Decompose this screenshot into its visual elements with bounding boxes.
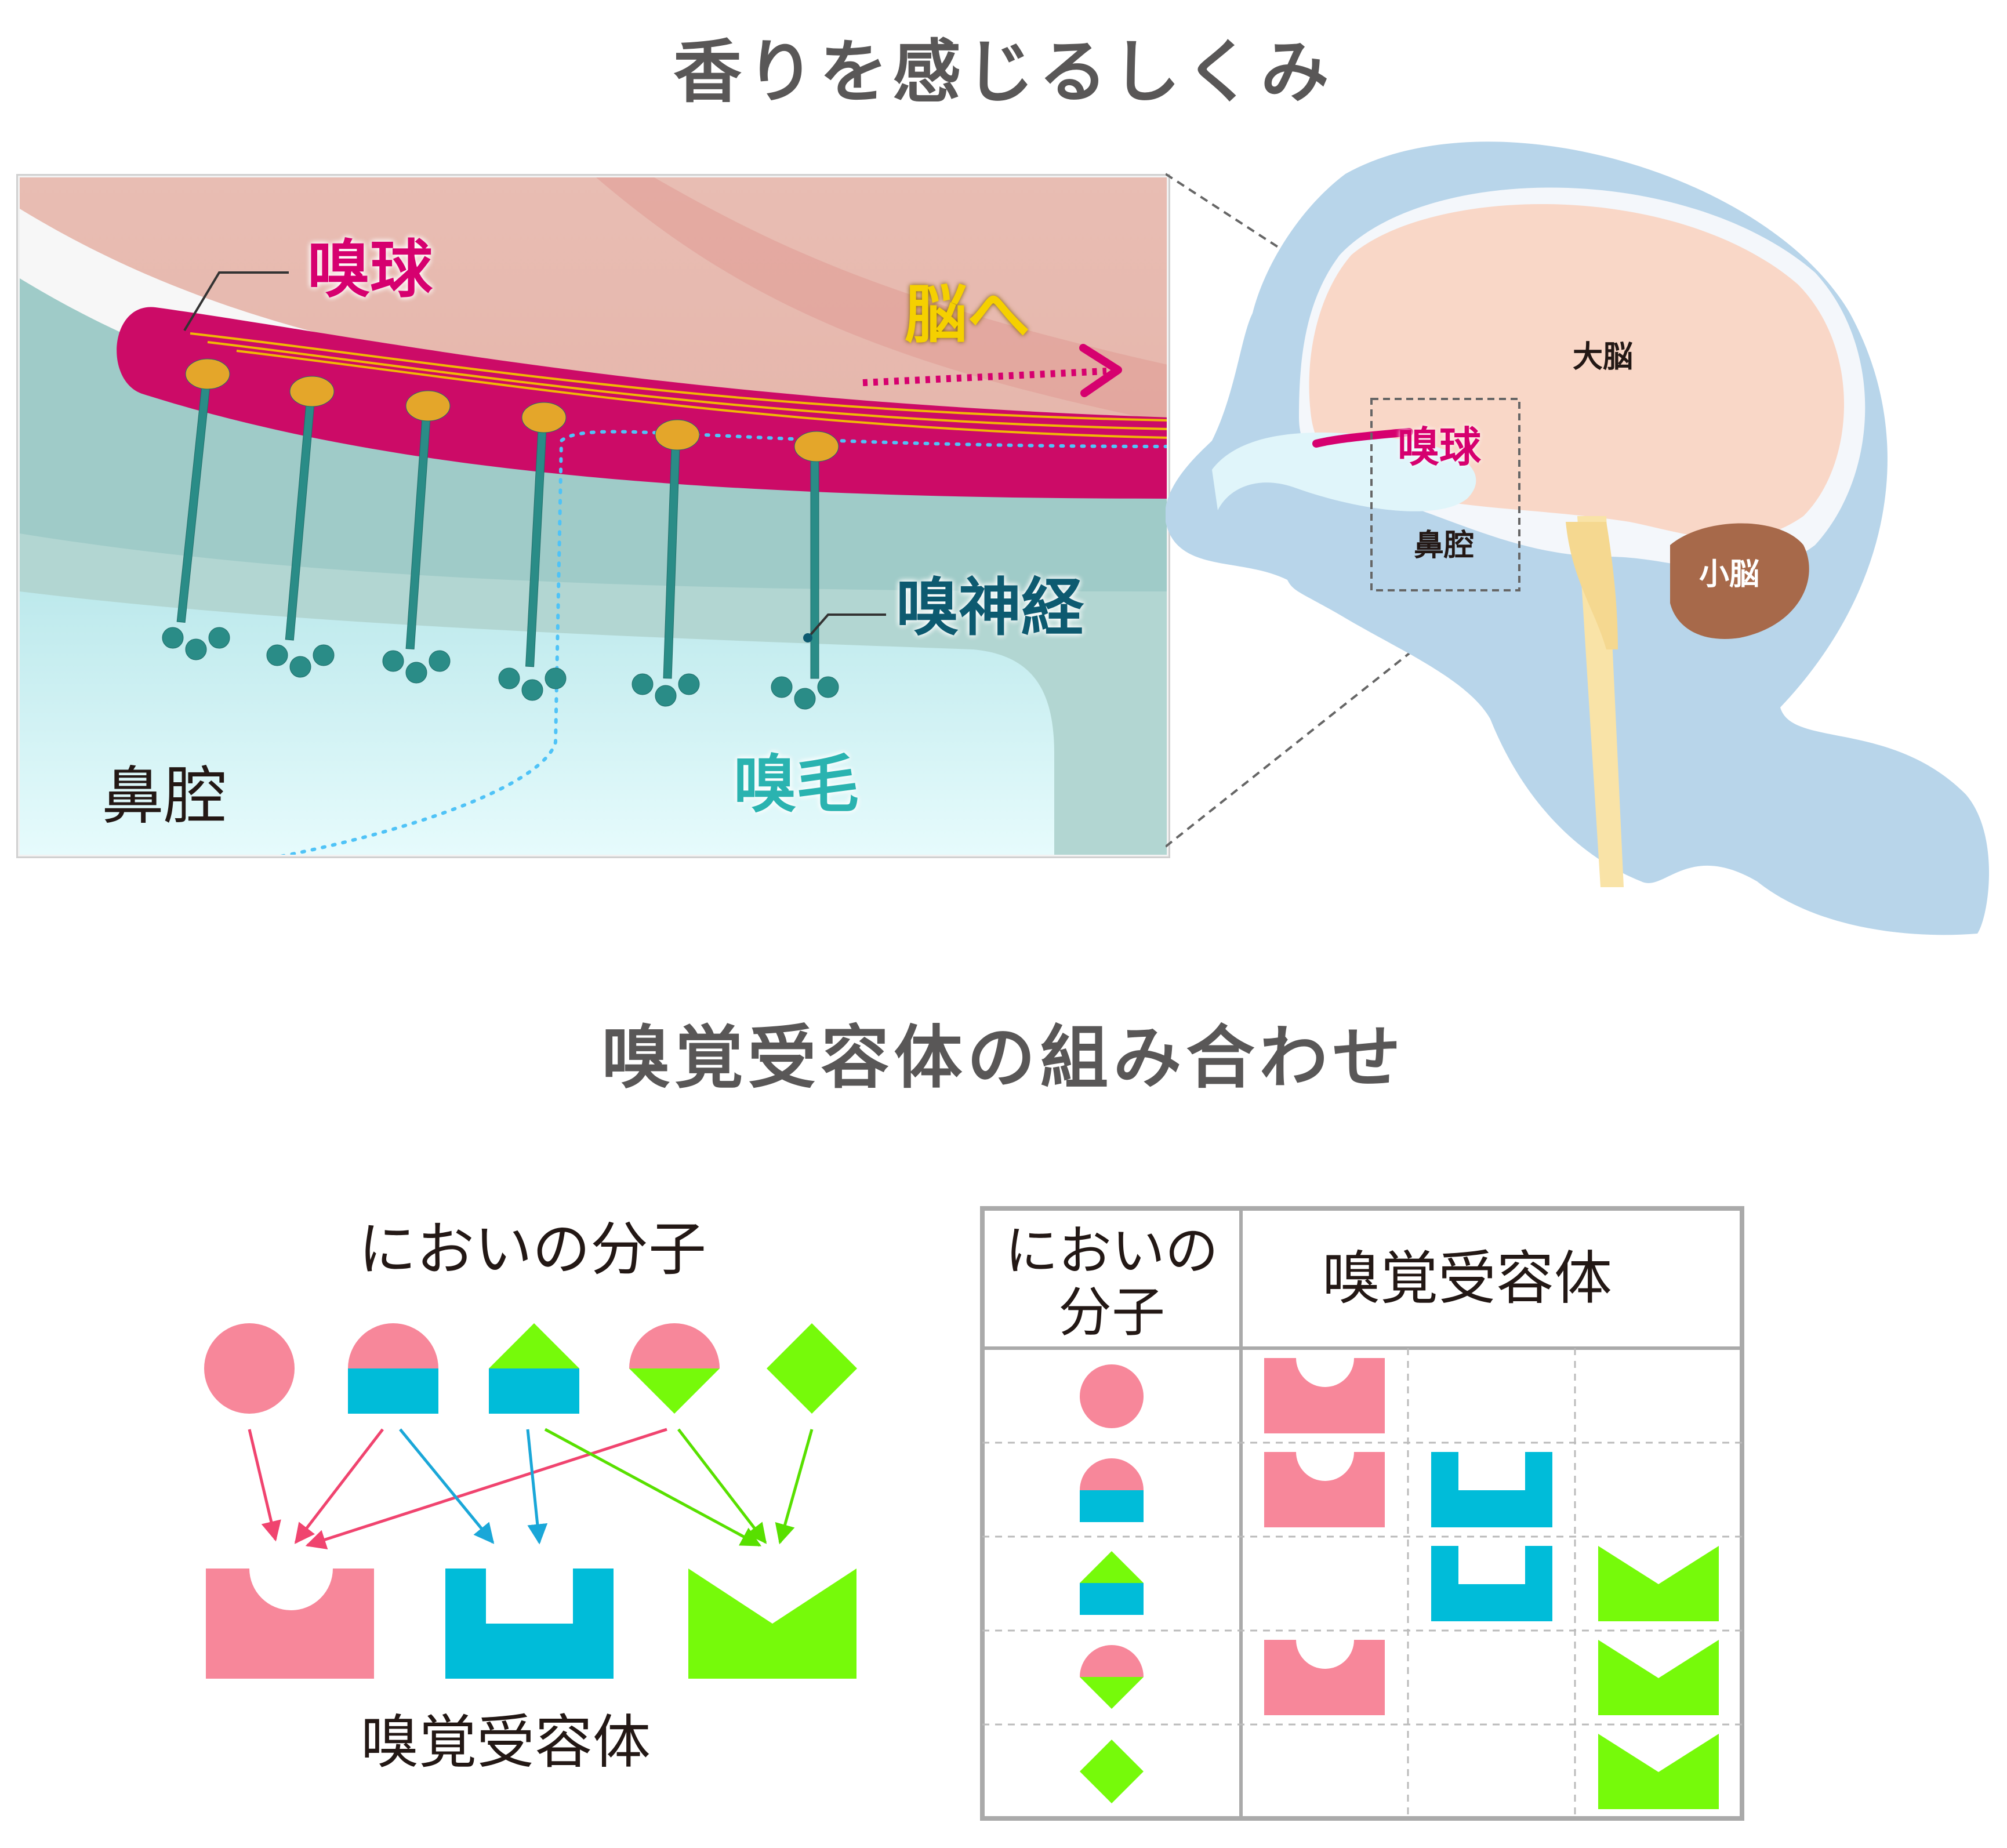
molecules-caption: においの分子 — [358, 1215, 706, 1283]
table-receptor-pink — [1264, 1452, 1385, 1527]
receptor-green — [688, 1569, 856, 1679]
label-nasal-cavity: 鼻腔 — [101, 760, 227, 833]
neuron-3 — [382, 390, 451, 684]
molecule-diamond — [767, 1323, 857, 1414]
cerebellum-shape — [1670, 523, 1809, 639]
neuron-5 — [632, 419, 700, 707]
zoom-box — [1370, 398, 1520, 591]
label-cerebellum: 小脳 — [1699, 557, 1760, 592]
neuron-6 — [771, 431, 839, 710]
table-receptor-pink — [1264, 1640, 1385, 1715]
label-olfactory-bulb: 嗅球 — [307, 234, 433, 306]
table-receptor-green — [1598, 1546, 1719, 1621]
label-cerebrum: 大脳 — [1573, 340, 1634, 375]
table-molecule-semicircle-rect — [1080, 1458, 1144, 1522]
receptor-blue — [445, 1569, 614, 1679]
label-olfactory-nerve: 嗅神経 — [896, 572, 1084, 644]
molecule-semicircle-rect — [348, 1323, 438, 1414]
nasal-passage — [1212, 432, 1476, 511]
molecule-receptor-diagram — [204, 1323, 857, 1679]
receptors-caption: 嗅覚受容体 — [361, 1708, 651, 1776]
section-title: 嗅覚受容体の組み合わせ — [601, 1018, 1406, 1098]
table-molecule-circle — [1080, 1364, 1144, 1428]
molecule-semicircle-triangle — [629, 1323, 720, 1414]
table-molecule-triangle-rect — [1080, 1551, 1144, 1615]
receptor-combination-table — [980, 1206, 1744, 1821]
table-header-molecule: においの分子 — [1004, 1220, 1218, 1344]
table-receptor-pink — [1264, 1358, 1385, 1433]
molecule-circle — [204, 1323, 295, 1414]
label-to-brain: 脳へ — [905, 279, 1030, 351]
olfactory-detail-illustration — [16, 174, 1170, 858]
label-olfactory-cilia: 嗅毛 — [734, 749, 859, 821]
label-head-bulb: 嗅球 — [1398, 423, 1482, 471]
zoom-line-bottom — [1166, 579, 1503, 848]
table-receptor-green — [1598, 1734, 1719, 1809]
neuron-1 — [162, 358, 230, 660]
table-receptor-blue — [1431, 1546, 1552, 1621]
neuron-4 — [498, 402, 567, 701]
table-molecule-diamond — [1080, 1740, 1144, 1803]
molecule-triangle-rect — [489, 1323, 579, 1414]
table-receptor-blue — [1431, 1452, 1552, 1527]
main-title: 香りを感じるしくみ — [673, 32, 1334, 112]
head-cross-section — [1166, 141, 1989, 935]
neuron-2 — [266, 376, 335, 678]
table-header-receptor: 嗅覚受容体 — [1322, 1244, 1612, 1312]
table-receptor-green — [1598, 1640, 1719, 1715]
label-head-cavity: 鼻腔 — [1414, 528, 1475, 563]
receptor-pink — [206, 1569, 374, 1679]
table-molecule-semicircle-triangle — [1080, 1645, 1144, 1709]
bulb-mark — [1312, 428, 1413, 448]
